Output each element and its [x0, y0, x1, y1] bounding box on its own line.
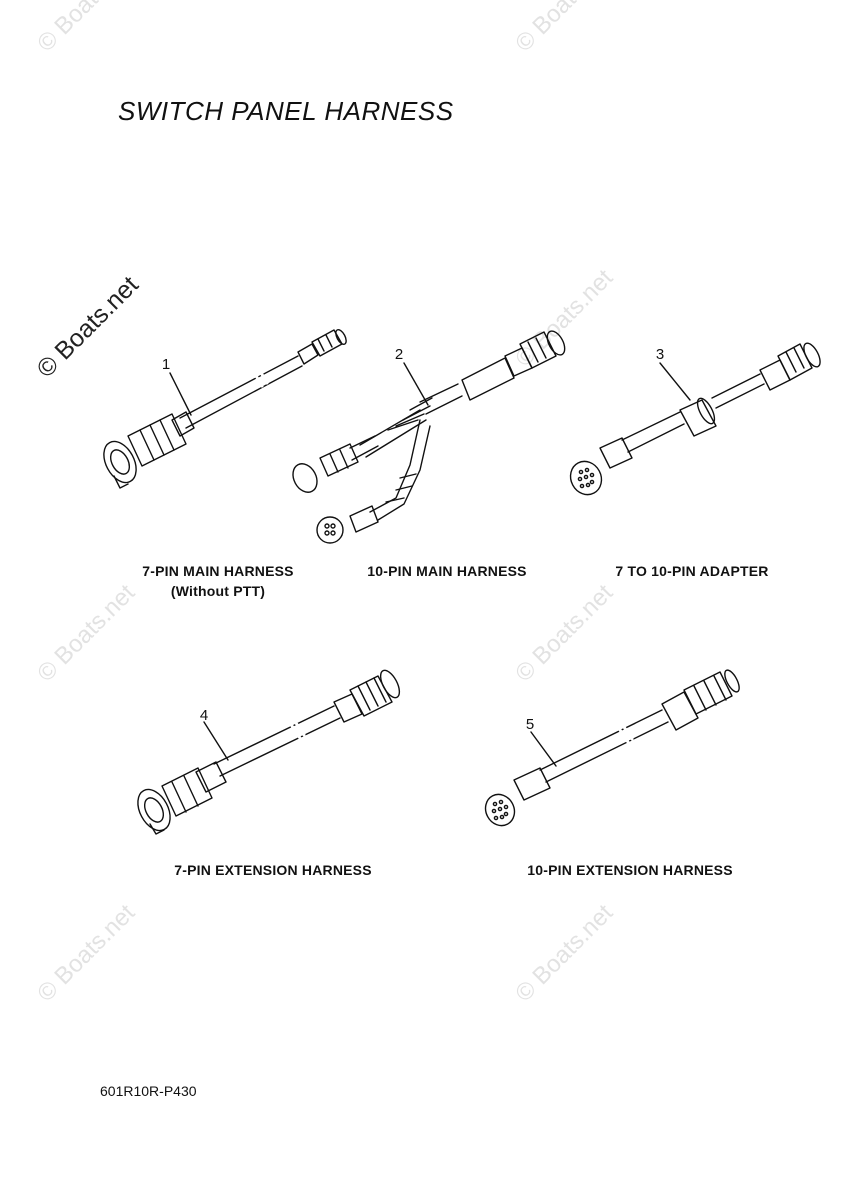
part-4-illustration	[137, 669, 401, 835]
part-caption: 10-PIN EXTENSION HARNESS	[527, 860, 733, 880]
leader-line	[403, 362, 429, 406]
connector-body	[504, 347, 533, 377]
cable	[185, 365, 303, 429]
callout-number: 4	[199, 707, 209, 724]
part-1-illustration	[103, 328, 347, 489]
connector-body	[297, 343, 319, 365]
connector-body	[349, 505, 379, 533]
part-name: 10-PIN EXTENSION HARNESS	[527, 862, 733, 878]
connector-body	[195, 761, 227, 793]
callout-number: 5	[525, 716, 535, 733]
diagram-code: 601R10R-P430	[100, 1083, 197, 1099]
connector-body	[513, 767, 551, 801]
cable	[179, 355, 299, 419]
connector-body	[333, 693, 363, 723]
cable-sleeve	[369, 419, 431, 521]
leader-line	[203, 721, 229, 761]
leader-line	[659, 362, 691, 401]
leader-line	[169, 372, 192, 416]
connector-body	[171, 411, 195, 437]
connector-body	[599, 437, 633, 469]
page-title: SWITCH PANEL HARNESS	[118, 96, 454, 126]
part-caption: 7-PIN MAIN HARNESS (Without PTT)	[142, 561, 293, 601]
part-5-illustration	[484, 669, 740, 827]
part-name: 7-PIN EXTENSION HARNESS	[174, 862, 372, 878]
part-name: 10-PIN MAIN HARNESS	[367, 563, 527, 579]
part-note: (Without PTT)	[170, 583, 266, 599]
part-name: 7-PIN MAIN HARNESS	[142, 563, 294, 579]
cable	[539, 709, 669, 783]
connector-face	[316, 516, 344, 544]
part-3-illustration	[569, 342, 821, 496]
part-caption: 7 TO 10-PIN ADAPTER	[615, 561, 768, 581]
callout-number: 3	[655, 346, 665, 363]
cable	[621, 411, 685, 453]
callout-number: 2	[394, 346, 404, 363]
callout-number: 1	[161, 356, 171, 373]
cable	[711, 373, 765, 409]
connector-body	[759, 359, 791, 391]
connector-body	[319, 443, 359, 477]
cable-sleeve	[461, 357, 515, 401]
part-2-illustration	[292, 330, 566, 544]
adapter-body	[679, 399, 717, 437]
cable	[213, 705, 341, 777]
connector-body	[661, 691, 699, 731]
part-caption: 7-PIN EXTENSION HARNESS	[174, 860, 372, 880]
part-caption: 10-PIN MAIN HARNESS	[367, 561, 526, 581]
cable	[419, 383, 463, 415]
part-name: 7 TO 10-PIN ADAPTER	[615, 563, 769, 579]
leader-line	[530, 731, 557, 767]
